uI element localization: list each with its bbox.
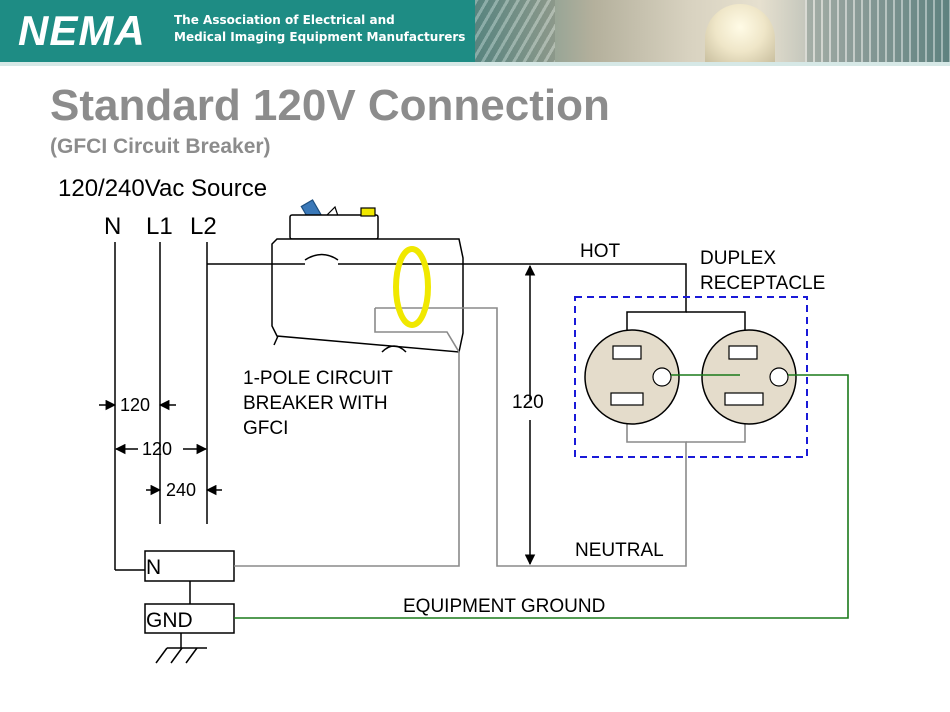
photo-tile-3: [805, 0, 950, 62]
source-label: 120/240Vac Source: [58, 175, 267, 202]
neutral-label: NEUTRAL: [575, 540, 664, 561]
voltage-n-l1: 120: [120, 395, 150, 415]
page-title: Standard 120V Connection: [50, 81, 610, 130]
earth-ground-icon: [155, 633, 207, 664]
bus-label-l2: L2: [190, 213, 217, 240]
equipment-ground-wire: [234, 374, 849, 619]
breaker-top: [289, 214, 379, 240]
tagline-line-2: Medical Imaging Equipment Manufacturers: [174, 30, 466, 44]
photo-tile-1: [475, 0, 555, 62]
breaker-label-1: 1-POLE CIRCUIT: [243, 368, 393, 389]
page-subtitle: (GFCI Circuit Breaker): [50, 135, 271, 158]
header-photo-strip: [475, 0, 950, 62]
neutral-bar: [144, 550, 235, 582]
nema-logo: NEMA: [18, 7, 146, 54]
outlet-left: [584, 329, 680, 425]
receptacle-label-1: DUPLEX: [700, 248, 776, 269]
duplex-receptacle-icon: [584, 329, 797, 425]
breaker-label-2: BREAKER WITH: [243, 393, 388, 414]
voltage-n-l2: 120: [142, 439, 172, 459]
voltage-hot-neutral: 120: [512, 392, 544, 413]
neutral-bar-label: N: [146, 556, 161, 579]
ground-bar-label: GND: [146, 609, 193, 632]
bus-label-n: N: [104, 213, 121, 240]
bus-label-l1: L1: [146, 213, 173, 240]
equipment-ground-label: EQUIPMENT GROUND: [403, 596, 605, 617]
circuit-breaker-icon: [271, 199, 464, 353]
header-tagline: The Association of Electrical and Medica…: [174, 12, 465, 46]
test-button: [360, 207, 376, 217]
breaker-body: [271, 238, 464, 353]
header-banner: NEMA The Association of Electrical and M…: [0, 0, 950, 62]
ground-bar: [144, 603, 235, 634]
neutral-wire: [375, 307, 687, 567]
receptacle-enclosure: [574, 296, 808, 458]
breaker-label-3: GFCI: [243, 418, 288, 439]
gfci-sensor: [393, 246, 431, 328]
header-rule: [0, 62, 950, 66]
neutral-pigtail: [234, 308, 460, 567]
tagline-line-1: The Association of Electrical and: [174, 13, 395, 27]
receptacle-label-2: RECEPTACLE: [700, 273, 825, 294]
photo-tile-bulb: [705, 4, 775, 62]
hot-label: HOT: [580, 241, 621, 262]
voltage-l1-l2: 240: [166, 480, 196, 500]
